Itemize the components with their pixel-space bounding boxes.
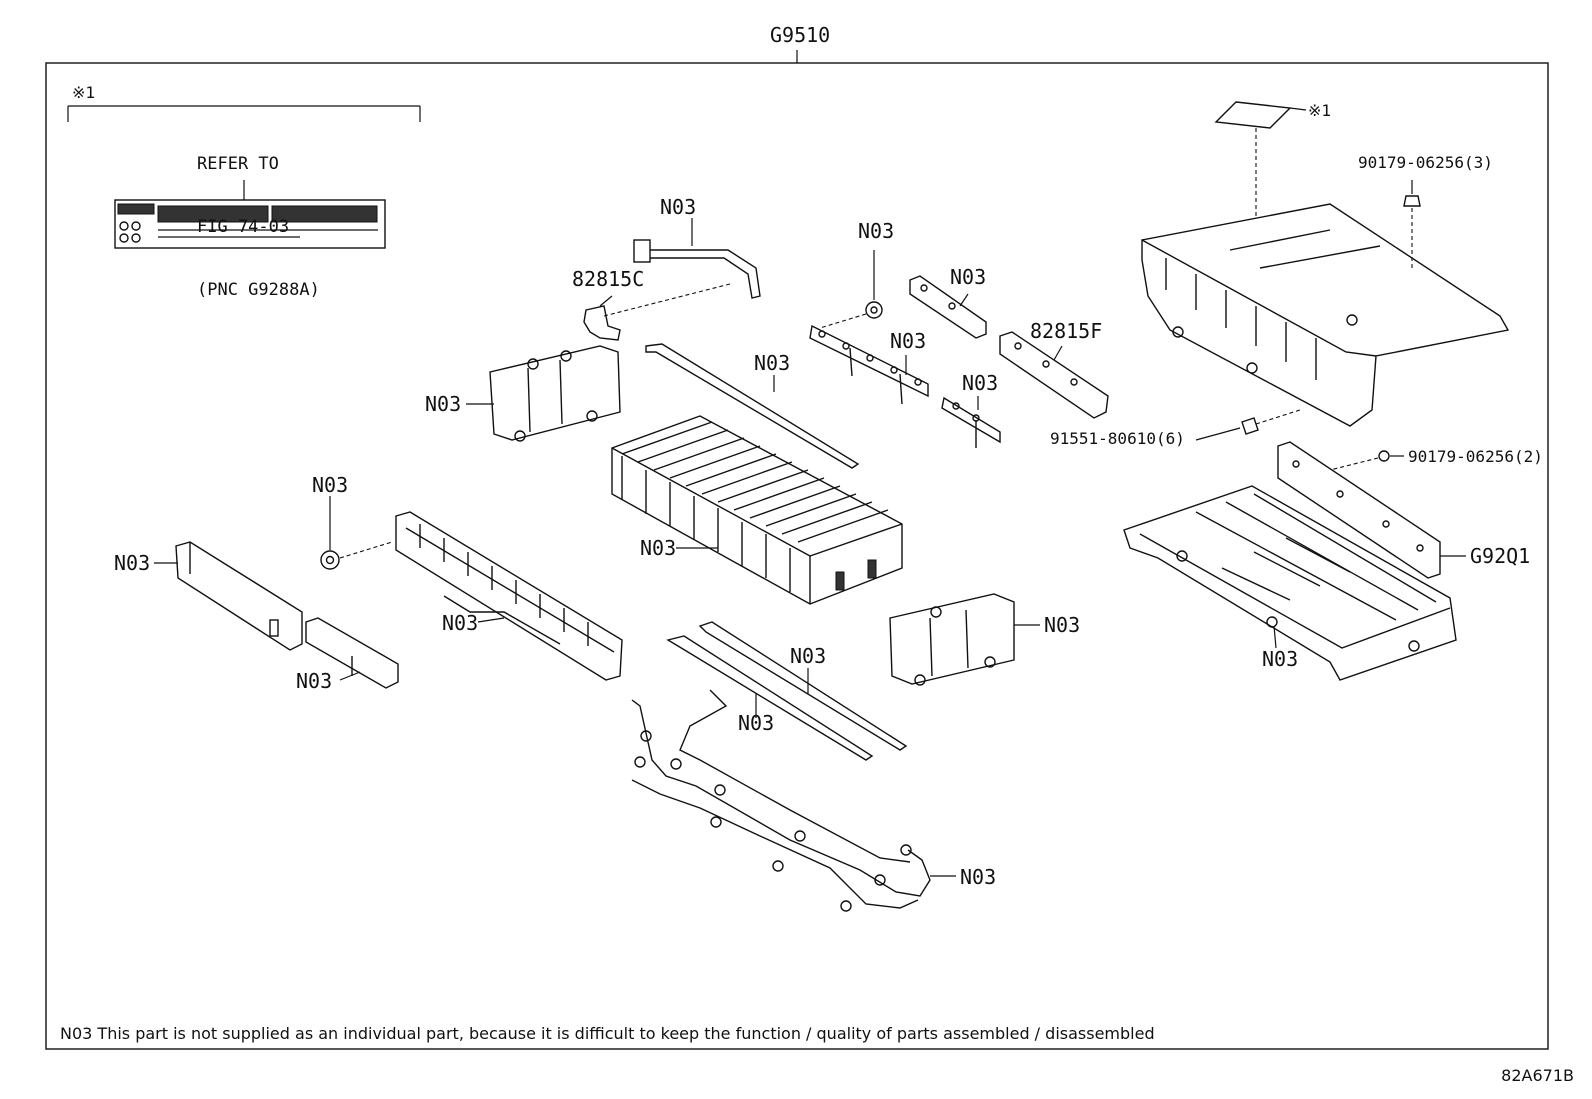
cover-82815f-icon: [999, 331, 1109, 419]
callout-washer-left: N03: [312, 473, 349, 497]
callout-82815f: 82815F: [1030, 319, 1103, 343]
callout-bus-bar-top: N03: [950, 265, 987, 289]
bus-bar-top-icon: [909, 275, 987, 339]
nut-top-icon: [1403, 180, 1421, 270]
reference-line-3: (PNC G9288A): [197, 280, 320, 300]
callout-82815c: 82815C: [572, 267, 645, 291]
warning-label-icon: [114, 199, 386, 249]
callout-end-plate-right: N03: [1044, 613, 1081, 637]
callout-battery-stack: N03: [640, 536, 677, 560]
callout-end-plate-left: N03: [425, 392, 462, 416]
reference-text: REFER TO FIG 74-03 (PNC G9288A): [197, 112, 320, 322]
callout-harness-top: N03: [660, 195, 697, 219]
callout-holder-left: N03: [442, 611, 479, 635]
callout-bolt-mid: 91551-80610(6): [1050, 429, 1185, 448]
callout-lower-tray: N03: [1262, 647, 1299, 671]
reference-line-2: FIG 74-03: [197, 217, 290, 237]
footnote: N03 This part is not supplied as an indi…: [60, 1024, 1155, 1043]
bus-bar-mid-icon: [809, 313, 929, 405]
callout-g92q1: G92Q1: [1470, 544, 1531, 568]
callout-label-mark: ※1: [1308, 101, 1332, 120]
washer-top-icon: [865, 250, 883, 319]
callout-side-plate-left: N03: [114, 551, 151, 575]
callout-rod-bottom-a: N03: [790, 644, 827, 668]
reference-bracket: [67, 105, 421, 200]
callout-bus-bar-top-washer: N03: [858, 219, 895, 243]
battery-stack-icon: [611, 415, 903, 605]
lower-tray-icon: [1123, 485, 1457, 681]
callout-bus-bar-mid: N03: [890, 329, 927, 353]
end-plate-right-icon: [889, 593, 1040, 686]
callout-bus-bar-right: N03: [962, 371, 999, 395]
end-plate-left-icon: [466, 345, 621, 442]
reference-mark: ※1: [72, 83, 96, 102]
washer-left-icon: [320, 496, 393, 570]
callout-side-plate-small: N03: [296, 669, 333, 693]
upper-cover-icon: [1141, 203, 1510, 427]
rods-bottom-icon: [666, 621, 908, 761]
bus-bar-right-icon: [941, 396, 1001, 448]
callout-wire-harness: N03: [960, 865, 997, 889]
callout-rod-bottom-b: N03: [738, 711, 775, 735]
callout-nut-side: 90179-06256(2): [1408, 447, 1543, 466]
bracket-82815c-icon: [583, 283, 731, 341]
nut-side-icon: [1329, 450, 1404, 471]
callout-rod-top: N03: [754, 351, 791, 375]
side-plate-small-icon: [305, 617, 399, 689]
reference-line-1: REFER TO: [197, 154, 279, 174]
bracket-g92q1-icon: [1277, 441, 1466, 579]
harness-top-icon: [633, 218, 761, 299]
holder-left-icon: [395, 511, 623, 681]
rod-top-icon: [645, 343, 860, 469]
bolt-mid-icon: [1195, 409, 1301, 441]
side-plate-left-icon: [154, 541, 303, 651]
wire-harness-icon: [631, 689, 956, 912]
sheet-id: 82A671B: [1501, 1066, 1574, 1085]
callout-nut-top: 90179-06256(3): [1358, 153, 1493, 172]
assembly-code: G9510: [770, 23, 831, 47]
